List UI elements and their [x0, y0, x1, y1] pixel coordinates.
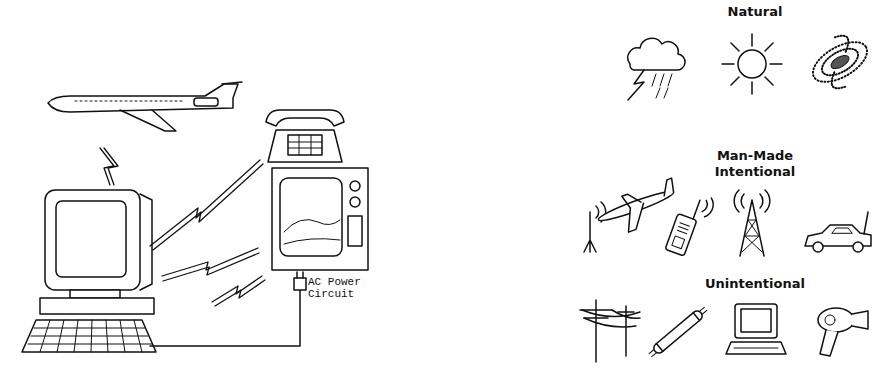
computer-icon-part	[726, 342, 786, 354]
galaxy-icon-part	[829, 53, 851, 72]
computer-icon-part	[735, 304, 777, 338]
television-drawing-part	[280, 178, 342, 256]
radio-handset-icon-part	[693, 200, 700, 219]
storm-cloud-icon	[628, 38, 685, 100]
hair-dryer-icon-part	[820, 330, 838, 356]
computer-drawing-part	[40, 320, 142, 352]
hair-dryer-icon-part	[818, 308, 854, 332]
computer-drawing-part	[140, 194, 152, 290]
television-drawing	[272, 168, 368, 270]
interference-bolt-part	[150, 160, 260, 246]
interference-bolt	[100, 148, 265, 306]
broadcast-tower-icon-part	[734, 190, 770, 212]
computer-icon-part	[741, 309, 771, 332]
broadcast-tower-icon	[734, 190, 770, 256]
radio-handset-icon-part	[701, 197, 716, 219]
television-drawing-part	[272, 168, 368, 270]
sun-icon-part	[722, 34, 782, 94]
hair-dryer-icon	[818, 308, 868, 356]
television-drawing-part	[350, 197, 360, 207]
aircraft-icon-part	[622, 191, 642, 210]
radio-handset-icon-part	[677, 223, 689, 234]
television-drawing-part	[284, 239, 340, 244]
interference-illustration-part	[22, 26, 874, 362]
computer-drawing	[22, 190, 156, 352]
power-cord-part	[297, 272, 303, 278]
car-icon-part	[832, 228, 852, 233]
galaxy-icon-part	[818, 43, 863, 80]
galaxy-icon-part	[812, 32, 868, 92]
car-icon-part	[813, 242, 823, 252]
car-icon	[805, 212, 871, 252]
computer-drawing-part	[45, 190, 140, 290]
antenna-icon-part	[584, 212, 596, 252]
power-line-icon-part	[618, 306, 634, 356]
computer-drawing-part	[22, 320, 156, 352]
hair-dryer-icon-part	[825, 315, 835, 325]
aircraft-icon-part	[659, 178, 676, 196]
fluorescent-lamp-icon-part	[656, 313, 699, 352]
interference-bolt-part	[104, 148, 118, 185]
power-cord	[150, 272, 306, 346]
fluorescent-lamp-icon-part	[649, 307, 707, 356]
computer-icon	[726, 304, 786, 354]
sun-icon	[722, 34, 782, 94]
television-drawing-part	[348, 216, 362, 246]
fluorescent-lamp-icon-part	[652, 309, 704, 355]
sun-icon-part	[738, 50, 766, 78]
telephone-drawing-part	[266, 110, 344, 126]
airliner-drawing-part	[48, 84, 238, 112]
category-heading: Unintentional	[700, 276, 810, 292]
aircraft-icon-part	[621, 203, 651, 232]
airliner-drawing-part	[75, 101, 185, 102]
radio-handset-icon-part	[672, 236, 685, 249]
computer-drawing-part	[70, 290, 120, 298]
computer-icon-part	[734, 348, 778, 349]
interference-bolt-part	[162, 248, 258, 276]
broadcast-tower-icon-part	[742, 220, 762, 252]
car-icon-part	[853, 242, 863, 252]
computer-drawing-part	[40, 298, 154, 314]
category-heading: Man-Made Intentional	[705, 148, 805, 180]
hair-dryer-icon-part	[852, 311, 868, 329]
storm-cloud-icon-part	[652, 74, 672, 98]
airliner-drawing-part	[222, 82, 242, 84]
antenna-icon	[584, 202, 606, 252]
interference-bolt-part	[153, 164, 263, 250]
galaxy-icon	[802, 26, 874, 98]
radio-handset-icon	[665, 189, 716, 260]
television-drawing-part	[350, 181, 360, 191]
power-label: AC Power Circuit	[308, 276, 368, 300]
telephone-drawing-part	[288, 135, 322, 155]
telephone-drawing	[266, 110, 344, 162]
television-drawing-part	[284, 220, 340, 232]
storm-cloud-icon-part	[628, 38, 685, 70]
power-cord-part	[294, 278, 306, 290]
airliner-drawing	[48, 82, 242, 131]
fluorescent-lamp-icon	[647, 305, 709, 359]
car-icon-part	[864, 212, 868, 234]
power-line-icon	[580, 300, 640, 362]
interference-bolt-part	[163, 253, 259, 281]
power-cord-part	[150, 290, 300, 346]
telephone-drawing-part	[288, 135, 322, 155]
galaxy-icon-part	[807, 34, 874, 90]
interference-bolt-part	[215, 280, 265, 306]
aircraft-icon	[594, 178, 684, 240]
airliner-drawing-part	[120, 110, 176, 131]
computer-drawing-part	[56, 201, 126, 277]
power-line-icon-part	[580, 300, 612, 362]
interference-bolt-part	[212, 276, 262, 302]
category-heading: Natural	[705, 4, 805, 20]
radio-handset-icon-part	[665, 214, 697, 257]
telephone-drawing-part	[268, 130, 342, 162]
storm-cloud-icon-part	[628, 70, 644, 100]
airliner-drawing-part	[194, 98, 218, 106]
